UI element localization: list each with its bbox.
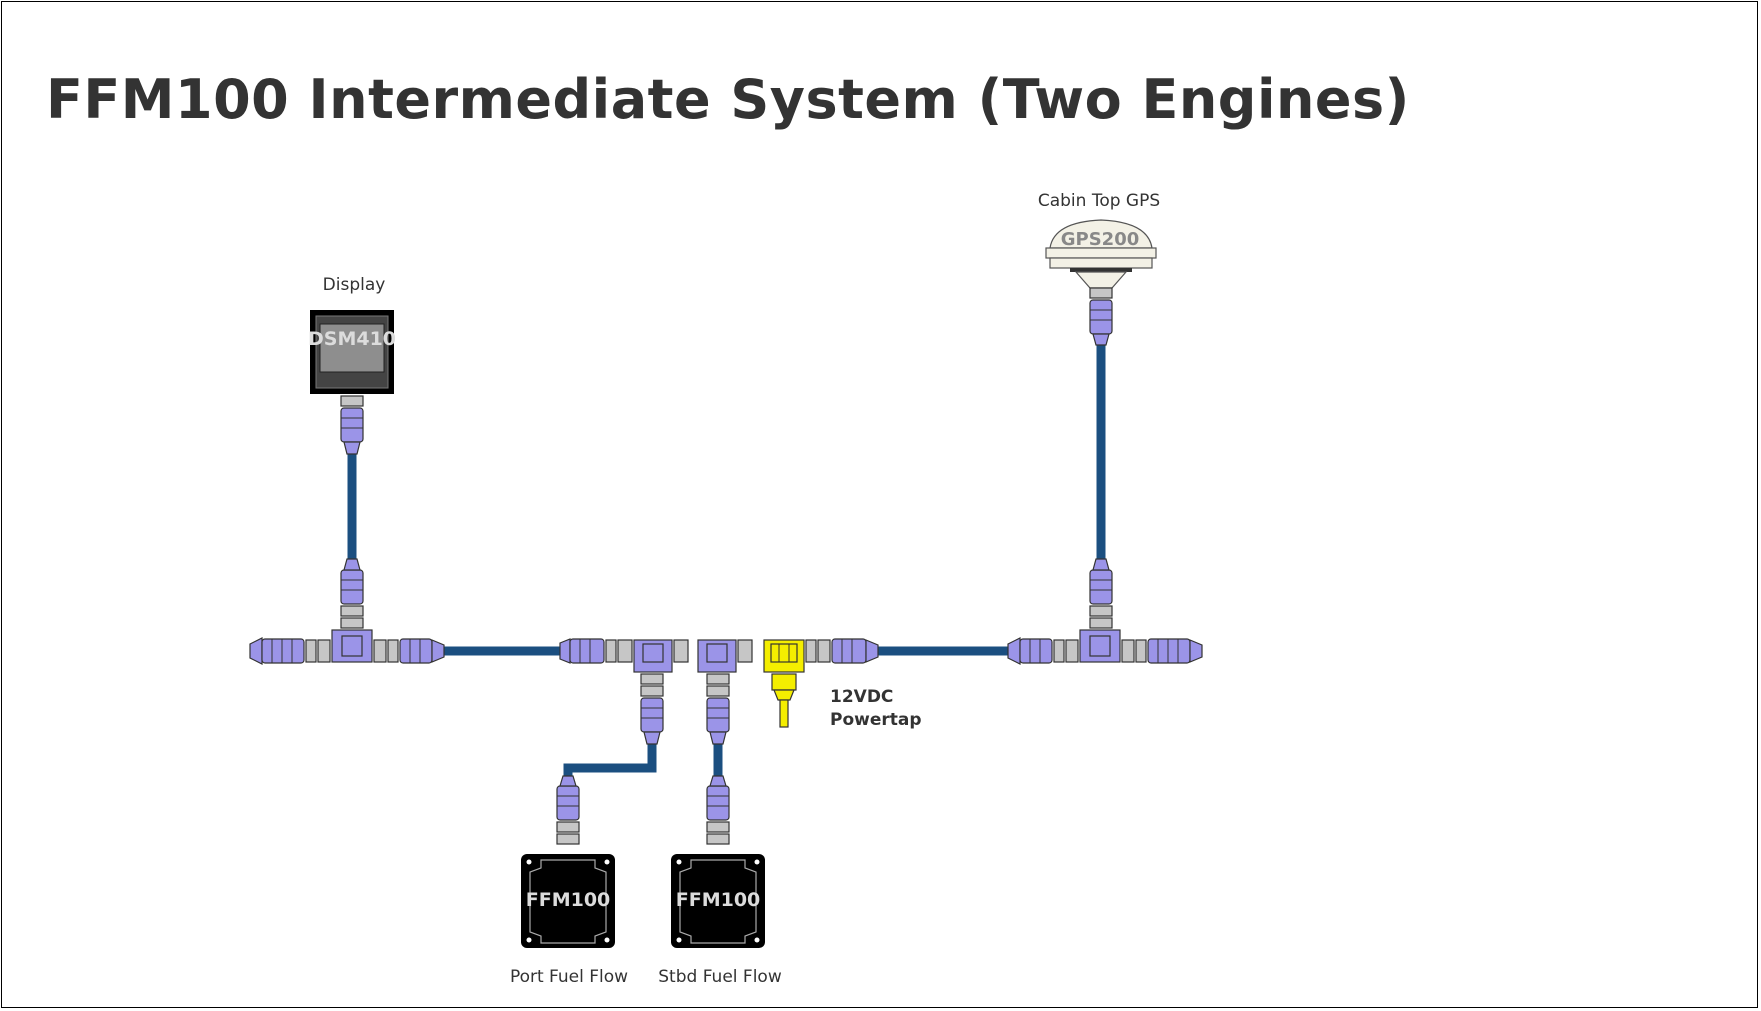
display-label: Display	[323, 275, 386, 295]
gps-model: GPS200	[1061, 229, 1140, 250]
powertap	[771, 673, 797, 728]
powertap-label-line2: Powertap	[830, 710, 922, 730]
gps-label: Cabin Top GPS	[1038, 191, 1160, 211]
stbd-fuel-flow-label: Stbd Fuel Flow	[658, 967, 782, 987]
stbd-ffm100-model: FFM100	[676, 889, 761, 911]
port-fuel-flow-label: Port Fuel Flow	[510, 967, 628, 987]
tee-fuel-flow-group	[559, 638, 879, 745]
port-ffm100-device	[521, 775, 615, 948]
diagram-title: FFM100 Intermediate System (Two Engines)	[46, 68, 1410, 131]
tee-gps	[1007, 558, 1203, 665]
port-ffm100-model: FFM100	[526, 889, 611, 911]
display-device	[310, 310, 394, 455]
stbd-ffm100-device	[671, 775, 765, 948]
gps-device	[1045, 219, 1157, 346]
display-model: DSM410	[308, 328, 396, 350]
powertap-label-line1: 12VDC	[830, 687, 893, 707]
tee-display	[249, 558, 445, 665]
